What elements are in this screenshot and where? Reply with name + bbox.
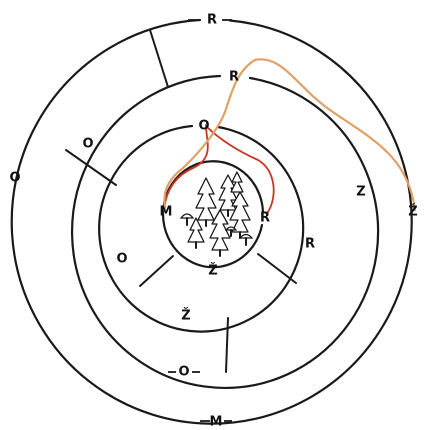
gate-label-outer-left: O xyxy=(9,171,20,186)
tree-icon xyxy=(209,209,231,257)
gate-label-ring3-top: R xyxy=(229,70,239,85)
gate-label-ring2-left: O xyxy=(116,252,127,267)
gate-label-ring2-right: R xyxy=(305,237,315,252)
mushroom-icon xyxy=(238,233,254,246)
red-path xyxy=(163,123,275,213)
tree-icon xyxy=(195,177,217,227)
gate-label-inner-left: M xyxy=(160,205,173,220)
gate-label-inner-right: R xyxy=(260,211,270,226)
gate-label-ring3-left: O xyxy=(82,137,93,152)
tree-icon xyxy=(187,217,205,249)
gate-label-ring2-top: O xyxy=(198,119,209,134)
mushroom-icon xyxy=(224,226,238,237)
ring-3 xyxy=(70,74,380,390)
gate-label-outer-right: Ž xyxy=(408,204,417,220)
gate-label-outer-top: R xyxy=(207,13,217,28)
ring-2 xyxy=(98,124,305,333)
gate-ticks xyxy=(168,19,232,422)
tree-icon xyxy=(229,191,251,239)
wall-ring2-bottom-left xyxy=(139,255,174,287)
wall-ring3-left xyxy=(65,149,117,186)
gate-label-ring2-bottom: Ž xyxy=(181,308,190,324)
gate-label-inner-bottom: Ž xyxy=(208,263,217,279)
orange-path xyxy=(163,58,417,212)
wall-ring3-bottom xyxy=(225,317,229,373)
wall-ring2-bottom-right xyxy=(257,253,297,284)
outer-ring xyxy=(10,18,413,425)
tree-icon xyxy=(218,174,238,217)
tree-icon xyxy=(230,171,244,193)
gate-label-ring3-right: Z xyxy=(356,185,365,200)
gate-label-outer-bottom: M xyxy=(210,415,223,430)
gate-label-ring3-bottom: O xyxy=(178,365,189,380)
mushroom-icon xyxy=(179,213,195,226)
wall-outer-top-left xyxy=(149,29,169,88)
central-forest xyxy=(179,171,254,257)
